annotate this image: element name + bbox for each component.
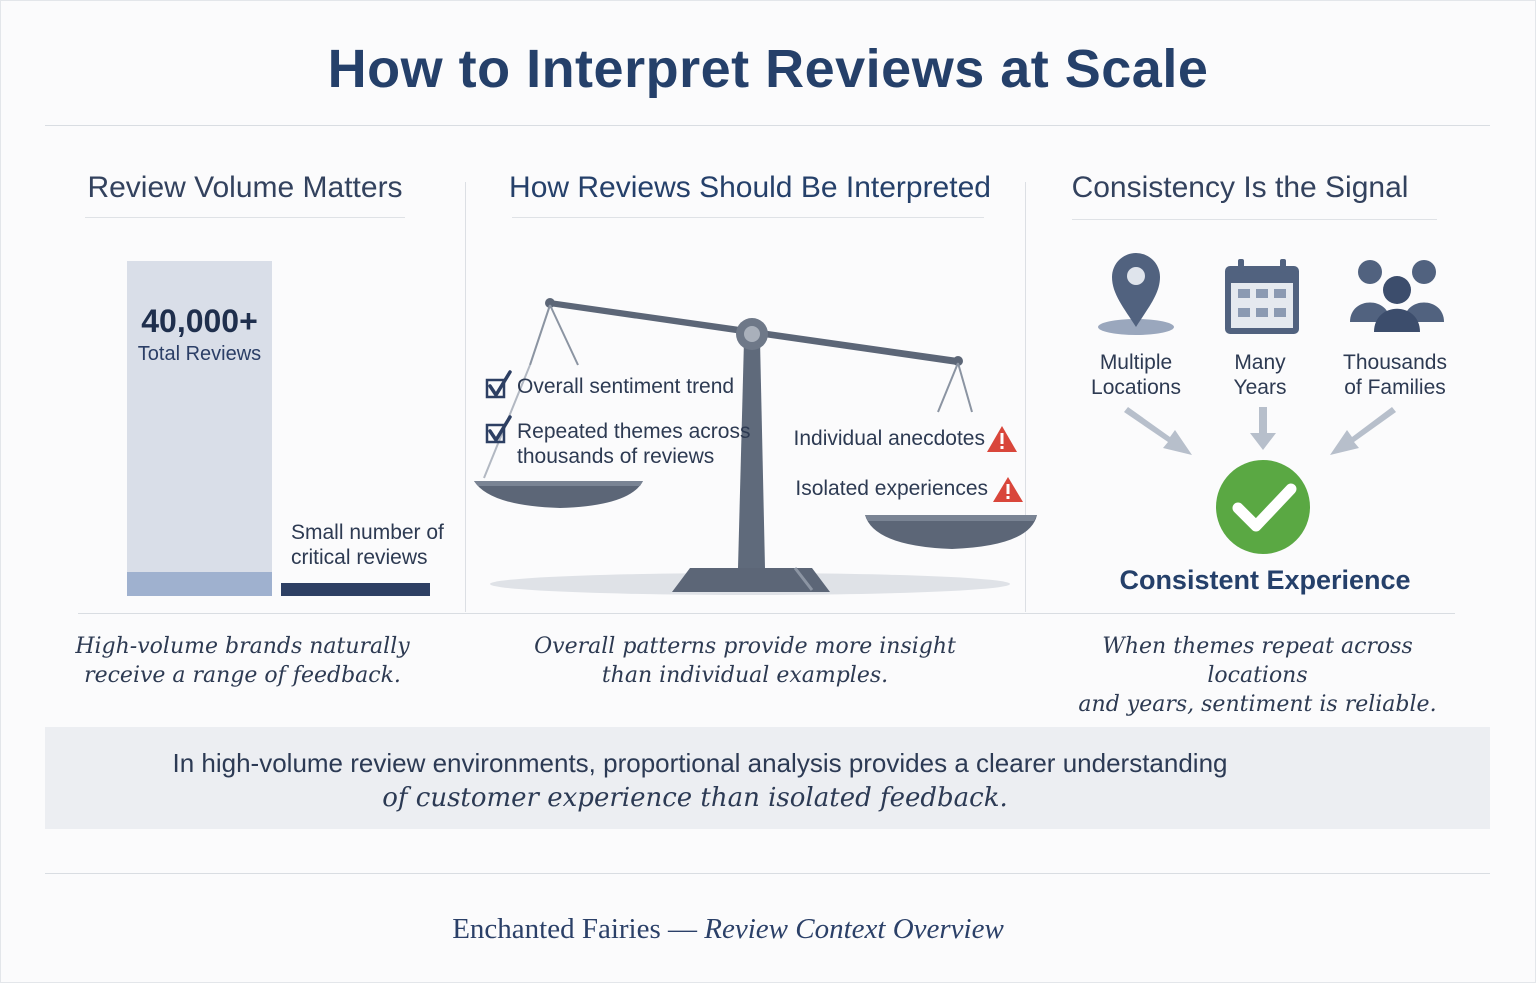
calendar-icon: [1225, 259, 1299, 334]
warning-icon: [987, 426, 1017, 452]
years-line1: Many: [1234, 351, 1286, 374]
consistency-heading-rule: [1072, 219, 1437, 220]
locations-line2: Locations: [1091, 376, 1181, 399]
total-reviews-value: 40,000+: [141, 303, 258, 339]
critical-reviews-label: Small number of critical reviews: [291, 520, 451, 570]
warning-icon: [993, 477, 1023, 502]
right-item-2: Isolated experiences: [795, 477, 988, 500]
footer-text: Enchanted Fairies — Review Context Overv…: [0, 913, 1456, 946]
scale-base: [672, 568, 830, 592]
left-pan: [474, 481, 643, 508]
check-circle-icon: [1216, 460, 1310, 554]
footer-brand: Enchanted Fairies: [452, 913, 661, 945]
interpret-caption: Overall patterns provide more insight th…: [530, 632, 960, 690]
right-pan: [865, 515, 1037, 549]
consistency-caption: When themes repeat across locations and …: [1060, 632, 1455, 719]
families-line1: Thousands: [1343, 351, 1447, 374]
column-divider-2: [1025, 182, 1026, 612]
people-group-icon: [1350, 260, 1444, 332]
volume-heading: Review Volume Matters: [87, 171, 403, 204]
volume-caption-line2: receive a range of feedback.: [84, 663, 401, 688]
families-line2: of Families: [1344, 376, 1446, 399]
total-reviews-label: Total Reviews: [137, 343, 262, 365]
interpret-heading-rule: [512, 217, 984, 218]
summary-line1: In high-volume review environments, prop…: [172, 748, 1228, 778]
icon-label-families: Thousands of Families: [1325, 350, 1465, 400]
checkbox-icon: [485, 415, 512, 444]
consistency-caption-line1: When themes repeat across locations: [1102, 634, 1413, 688]
scale-post: [738, 340, 765, 568]
consistency-heading: Consistency Is the Signal: [1071, 171, 1409, 204]
critical-reviews-bar: [281, 583, 430, 596]
left-item-2: Repeated themes across thousands of revi…: [517, 419, 757, 469]
right-item-1: Individual anecdotes: [793, 427, 985, 450]
interpret-caption-line2: than individual examples.: [601, 663, 889, 688]
footer-divider: [45, 873, 1490, 874]
left-item-1: Overall sentiment trend: [517, 374, 757, 399]
interpret-caption-line1: Overall patterns provide more insight: [534, 634, 956, 659]
interpret-heading: How Reviews Should Be Interpreted: [509, 171, 991, 204]
icon-label-locations: Multiple Locations: [1076, 350, 1196, 400]
critical-label-line2: critical reviews: [291, 546, 428, 569]
page-title: How to Interpret Reviews at Scale: [327, 39, 1209, 99]
locations-line1: Multiple: [1099, 351, 1173, 374]
summary-line2: of customer experience than isolated fee…: [382, 783, 1008, 813]
title-divider: [45, 125, 1490, 126]
left-item-2-line2: thousands of reviews: [517, 445, 715, 468]
left-item-1-text: Overall sentiment trend: [517, 375, 735, 398]
left-item-2-line1: Repeated themes across: [517, 420, 751, 443]
icon-label-years: Many Years: [1200, 350, 1320, 400]
volume-heading-rule: [85, 217, 405, 218]
footer-separator: —: [668, 913, 698, 945]
total-reviews-bar-base: [127, 572, 272, 596]
years-line2: Years: [1233, 376, 1287, 399]
consistency-caption-line2: and years, sentiment is reliable.: [1078, 692, 1437, 717]
location-pin-icon: [1098, 253, 1174, 335]
volume-caption-line1: High-volume brands naturally: [75, 634, 410, 659]
consistent-experience-label: Consistent Experience: [1119, 565, 1411, 595]
column-divider-1: [465, 182, 466, 612]
footer-subtitle: Review Context Overview: [704, 913, 1004, 945]
summary-band: [45, 727, 1490, 829]
volume-caption: High-volume brands naturally receive a r…: [60, 632, 425, 690]
converging-arrows: [1124, 407, 1396, 455]
columns-bottom-rule: [78, 613, 1455, 614]
total-reviews-bar: [127, 261, 272, 596]
critical-label-line1: Small number of: [291, 521, 444, 544]
checkbox-icon: [485, 370, 512, 399]
